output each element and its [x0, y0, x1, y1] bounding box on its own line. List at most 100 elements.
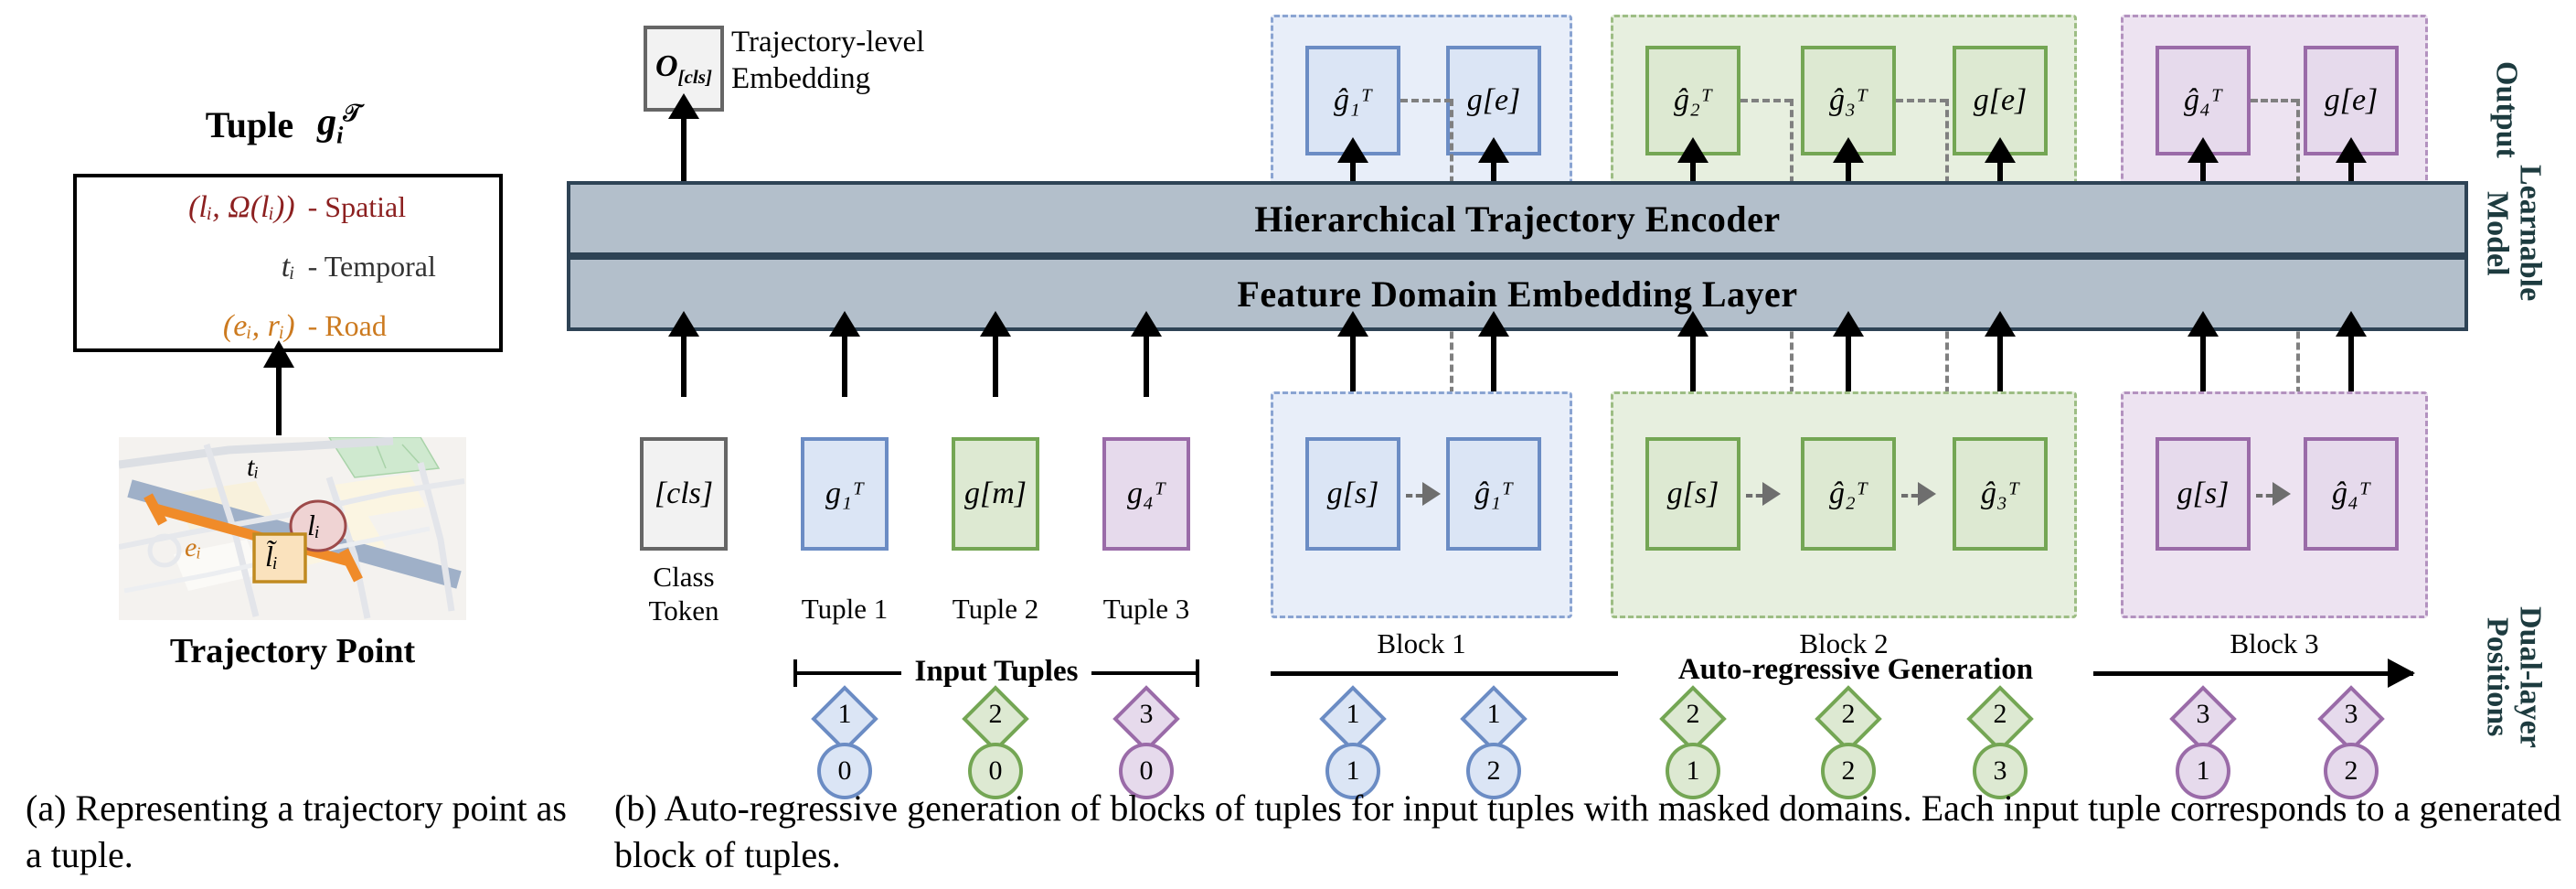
output-cls-caption-line2: Embedding	[731, 62, 871, 96]
position-circle-5: 2	[1486, 755, 1501, 786]
tuple-row-spatial: (lᵢ, Ω(lᵢ)) - Spatial	[77, 177, 499, 237]
position-diamond-6: 2	[1686, 699, 1700, 729]
arrow-in-t2	[980, 311, 1011, 397]
input-node-tuple-1: g₁ᵀ	[801, 437, 889, 551]
output-node-b3-1-label: g[e]	[2324, 83, 2379, 117]
label-class-token-line1: Class	[653, 561, 715, 593]
position-diamond-3: 3	[1139, 699, 1154, 729]
arrow-out-b1-1	[1478, 137, 1509, 181]
side-label-dual-layer-positions: Dual-layer Positions	[2480, 605, 2548, 748]
input-node-b3-1-label: ĝ₄ᵀ	[2332, 477, 2370, 510]
input-node-b2-2: ĝ₃ᵀ	[1953, 437, 2048, 551]
label-class-token-line2: Token	[648, 594, 719, 627]
tuple-row-temporal-label: - Temporal	[307, 250, 436, 283]
output-node-b1-0-label: ĝ₁ᵀ	[1334, 83, 1372, 117]
tuple-row-road: (eᵢ, rᵢ) - Road	[77, 296, 499, 356]
position-circle-2: 0	[988, 755, 1003, 786]
map-to-tuple-arrow-head	[263, 340, 294, 368]
arrow-in-b1-0	[1337, 311, 1368, 397]
tuple-row-temporal: tᵢ - Temporal	[77, 237, 499, 296]
output-cls-caption-line1: Trajectory-level	[731, 26, 925, 59]
autoregressive-label: Auto-regressive Generation	[1618, 653, 2093, 687]
input-node-b2-0: g[s]	[1645, 437, 1740, 551]
label-tuple-1: Tuple 1	[801, 593, 889, 625]
arrow-out-b3-1	[2336, 137, 2367, 181]
feedback-dash-b3-h	[2251, 99, 2298, 102]
position-diamond-10: 3	[2344, 699, 2358, 729]
arrow-in-b2-2	[1985, 311, 2016, 397]
panel-b-autoregressive-generation: O[cls] Trajectory-level Embedding ĝ₁ᵀ g[…	[567, 0, 2576, 799]
input-node-b1-0-label: g[s]	[1326, 477, 1379, 510]
label-tuple-3: Tuple 3	[1102, 593, 1190, 625]
output-cls-symbol: O[cls]	[655, 48, 712, 88]
side-label-output: Output	[2489, 61, 2524, 158]
side-label-learnable-model: Learnable Model	[2480, 165, 2548, 302]
feedback-dash-b2b-h	[1896, 99, 1947, 102]
output-node-b2-2-label: g[e]	[1973, 83, 2028, 117]
position-circle-10: 2	[2344, 755, 2358, 786]
arrow-in-t1	[829, 311, 860, 397]
position-diamond-2: 2	[988, 699, 1003, 729]
position-diamond-1: 1	[837, 699, 852, 729]
arrow-out-b3-0	[2187, 137, 2219, 181]
feedback-dash-b1-h	[1400, 99, 1452, 102]
inblock-dash-b1	[1406, 494, 1422, 498]
arrow-out-b2-2	[1985, 137, 2016, 181]
output-node-b1-1-label: g[e]	[1466, 83, 1521, 117]
output-node-b3-0-label: ĝ₄ᵀ	[2184, 83, 2222, 117]
position-circle-3: 0	[1139, 755, 1154, 786]
trajectory-point-caption: Trajectory Point	[169, 632, 416, 670]
input-tuples-brace	[793, 659, 1199, 690]
position-diamond-4: 1	[1346, 699, 1360, 729]
inblock-arrow-b1	[1422, 482, 1441, 506]
input-node-b1-1: ĝ₁ᵀ	[1446, 437, 1541, 551]
encoder-bar-label: Hierarchical Trajectory Encoder	[1254, 198, 1781, 240]
arrow-out-b2-0	[1677, 137, 1708, 181]
tuple-definition-box: (lᵢ, Ω(lᵢ)) - Spatial tᵢ - Temporal (eᵢ,…	[73, 174, 503, 352]
trajectory-point-map-image: tᵢ lᵢ l̃ᵢ eᵢ	[119, 437, 466, 620]
position-circle-6: 1	[1686, 755, 1700, 786]
arrow-out-b2-1	[1833, 137, 1864, 181]
map-label-edge: eᵢ	[185, 532, 202, 562]
tuple-row-temporal-expr: tᵢ	[281, 249, 295, 284]
input-node-cls-label: [cls]	[654, 477, 714, 510]
inblock-arrow-b3	[2273, 482, 2291, 506]
position-circle-4: 1	[1346, 755, 1360, 786]
arrow-in-b2-0	[1677, 311, 1708, 397]
arrow-in-cls	[668, 311, 699, 397]
arrow-in-b3-0	[2187, 311, 2219, 397]
inblock-arrow-b2b	[1918, 482, 1936, 506]
input-node-b2-0-label: g[s]	[1666, 477, 1719, 510]
inblock-dash-b2b	[1901, 494, 1918, 498]
output-node-b2-1-label: ĝ₃ᵀ	[1829, 83, 1868, 117]
input-node-tuple-2-label: g[m]	[963, 477, 1027, 510]
panel-a-trajectory-point: Tuple gi𝒯 (lᵢ, Ω(lᵢ)) - Spatial tᵢ - Tem…	[0, 0, 567, 768]
input-node-b1-0: g[s]	[1305, 437, 1400, 551]
encoder-bar: Hierarchical Trajectory Encoder	[567, 181, 2468, 256]
embedding-bar: Feature Domain Embedding Layer	[567, 256, 2468, 331]
output-cls-caption: Trajectory-level Embedding	[731, 24, 1033, 98]
embedding-bar-label: Feature Domain Embedding Layer	[1237, 273, 1798, 315]
input-node-b2-1: ĝ₂ᵀ	[1801, 437, 1896, 551]
caption-b: (b) Auto-regressive generation of blocks…	[614, 787, 2561, 876]
input-node-tuple-1-label: g₁ᵀ	[825, 477, 864, 510]
tuple-title-symbol: gi𝒯	[317, 99, 362, 149]
input-node-b2-1-label: ĝ₂ᵀ	[1829, 477, 1868, 510]
input-node-b3-0: g[s]	[2156, 437, 2251, 551]
input-node-cls: [cls]	[640, 437, 728, 551]
position-diamond-8: 2	[1993, 699, 2007, 729]
position-circle-9: 1	[2196, 755, 2210, 786]
position-circle-8: 3	[1993, 755, 2007, 786]
position-circle-7: 2	[1841, 755, 1856, 786]
input-node-tuple-2: g[m]	[952, 437, 1039, 551]
map-to-tuple-arrow-shaft	[276, 355, 282, 435]
inblock-dash-b2a	[1746, 494, 1762, 498]
input-node-b3-1: ĝ₄ᵀ	[2304, 437, 2399, 551]
tuple-row-road-expr: (eᵢ, rᵢ)	[222, 308, 295, 343]
input-node-tuple-3-label: g₄ᵀ	[1127, 477, 1166, 510]
map-label-point: lᵢ	[307, 509, 320, 541]
tuple-title: Tuple gi𝒯	[91, 99, 475, 150]
input-node-tuple-3: g₄ᵀ	[1102, 437, 1190, 551]
inblock-arrow-b2a	[1762, 482, 1781, 506]
tuple-title-word: Tuple	[205, 103, 294, 145]
